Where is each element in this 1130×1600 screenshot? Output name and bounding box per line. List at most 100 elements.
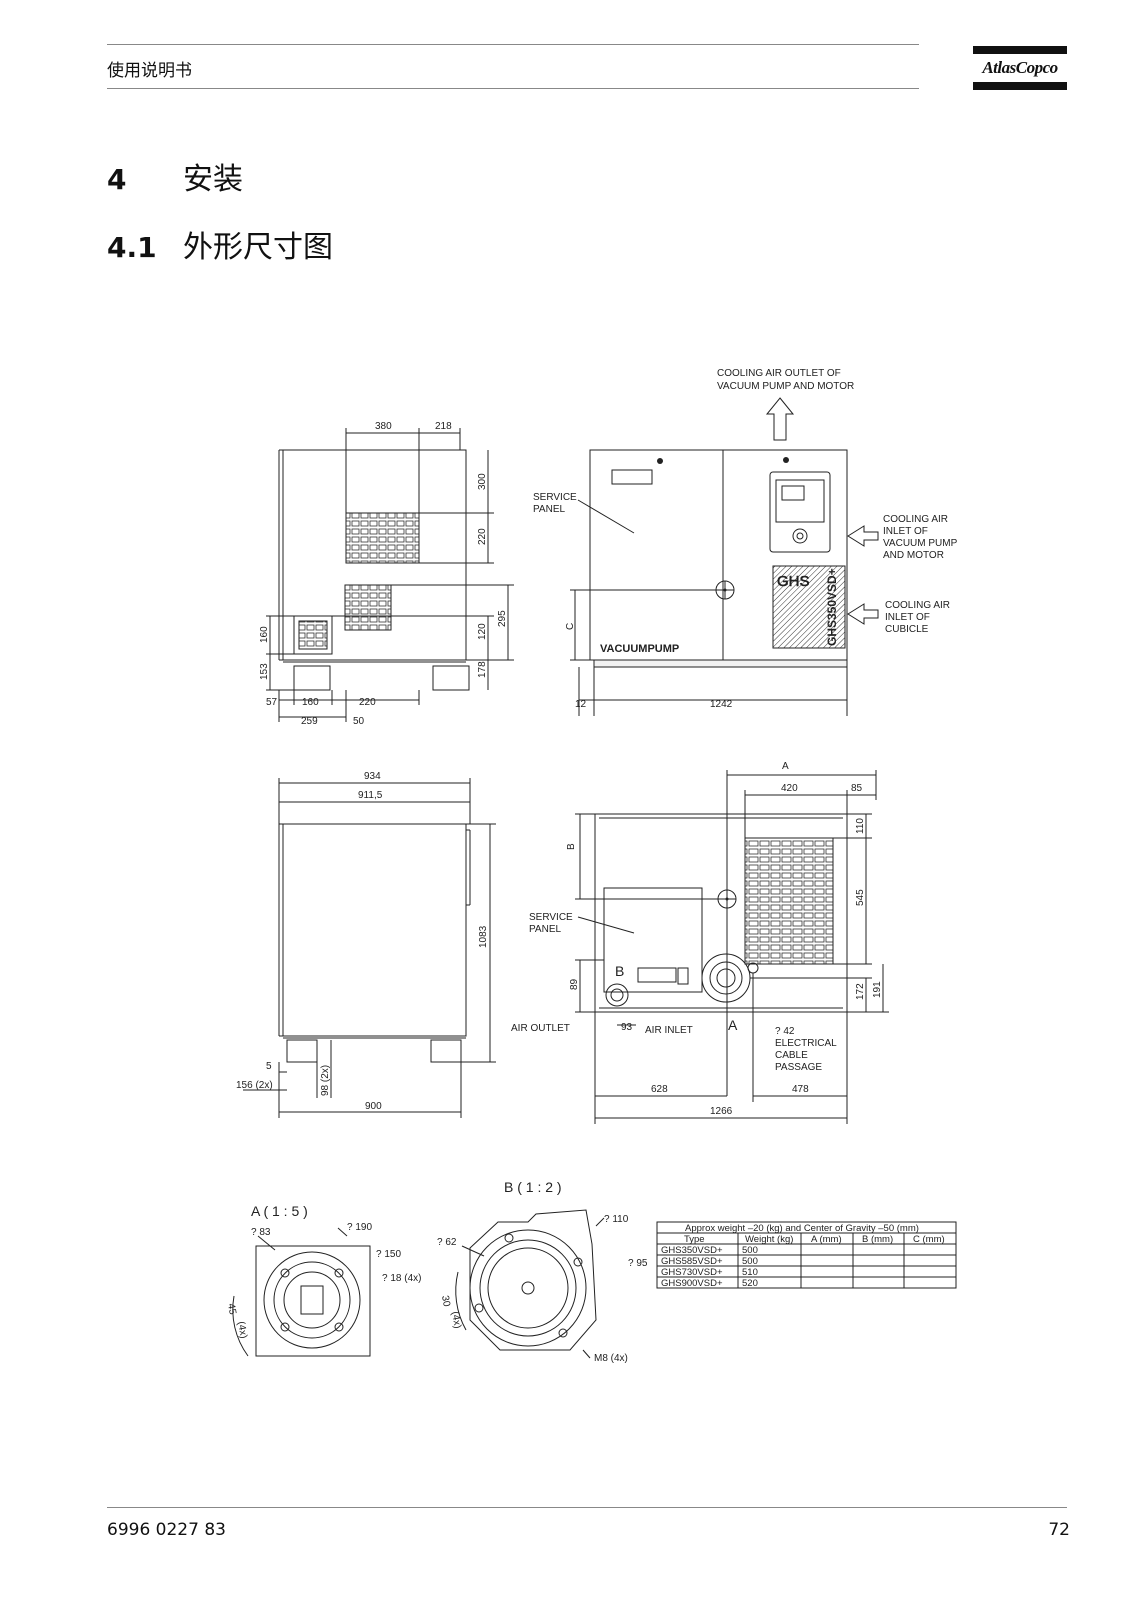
label-cooling-outlet-1: COOLING AIR OUTLET OF — [717, 368, 841, 379]
section-number: 4.1 — [107, 231, 157, 264]
svg-text:628: 628 — [651, 1084, 668, 1095]
svg-text:M8 (4x): M8 (4x) — [594, 1353, 628, 1364]
svg-text:191: 191 — [872, 981, 883, 998]
svg-text:420: 420 — [781, 783, 798, 794]
header-rule-bottom — [107, 88, 919, 89]
svg-text:45: 45 — [225, 1303, 238, 1316]
svg-text:? 95: ? 95 — [628, 1258, 648, 1269]
label-detail-a: A ( 1 : 5 ) — [251, 1203, 308, 1219]
label-letter-a-section: A — [728, 1017, 738, 1033]
svg-text:156 (2x): 156 (2x) — [236, 1080, 273, 1091]
svg-text:1266: 1266 — [710, 1106, 733, 1117]
svg-text:12: 12 — [575, 699, 587, 710]
label-cooling-inlet-pump-3: VACUUM PUMP — [883, 538, 958, 549]
document-number: 6996 0227 83 — [107, 1520, 226, 1540]
label-cooling-inlet-pump-2: INLET OF — [883, 526, 928, 537]
section-title: 外形尺寸图 — [183, 230, 333, 265]
svg-text:? 83: ? 83 — [251, 1227, 271, 1238]
label-cooling-outlet-2: VACUUM PUMP AND MOTOR — [717, 381, 854, 392]
svg-text:93: 93 — [621, 1022, 633, 1033]
label-air-outlet: AIR OUTLET — [511, 1023, 570, 1034]
svg-text:(4x): (4x) — [235, 1321, 249, 1340]
weight-table-cell: GHS730VSD+ — [661, 1267, 723, 1278]
svg-text:? 110: ? 110 — [604, 1214, 629, 1225]
weight-table-header: Type — [684, 1234, 705, 1245]
svg-text:? 150: ? 150 — [376, 1249, 401, 1260]
detail-a-flange — [263, 1251, 361, 1349]
label-electrical-1: ? 42 — [775, 1026, 795, 1037]
label-cooling-inlet-cubicle-3: CUBICLE — [885, 624, 929, 635]
svg-text:478: 478 — [792, 1084, 809, 1095]
label-cooling-inlet-pump-4: AND MOTOR — [883, 550, 944, 561]
label-air-inlet: AIR INLET — [645, 1025, 693, 1036]
label-service-panel-1: SERVICE — [533, 492, 577, 503]
label-letter-b-dim: B — [566, 843, 577, 850]
weight-table-caption: Approx weight –20 (kg) and Center of Gra… — [685, 1223, 919, 1234]
svg-text:5: 5 — [266, 1061, 272, 1072]
label-service-panel-top-2: PANEL — [529, 924, 561, 935]
page-number: 72 — [1048, 1520, 1070, 1540]
weight-table-cell: GHS585VSD+ — [661, 1256, 723, 1267]
section-number: 4 — [107, 163, 127, 196]
svg-text:57: 57 — [266, 697, 278, 708]
label-vacuumpump: VACUUMPUMP — [600, 643, 679, 655]
section-title: 安装 — [183, 162, 243, 197]
label-electrical-3: CABLE — [775, 1050, 808, 1061]
base-view-body — [282, 823, 467, 1037]
svg-text:220: 220 — [359, 697, 376, 708]
weight-table-cell: 510 — [742, 1267, 758, 1278]
svg-text:? 18 (4x): ? 18 (4x) — [382, 1273, 421, 1284]
svg-text:98 (2x): 98 (2x) — [320, 1065, 331, 1096]
header-rule-top — [107, 44, 919, 45]
svg-text:172: 172 — [855, 983, 866, 1000]
label-electrical-2: ELECTRICAL — [775, 1038, 837, 1049]
top-view-body — [594, 813, 848, 1013]
weight-table-header: A (mm) — [811, 1234, 842, 1245]
label-cooling-inlet-cubicle-1: COOLING AIR — [885, 600, 950, 611]
label-letter-b-section: B — [615, 963, 624, 979]
section-heading-4: 4 安装 — [107, 154, 243, 198]
svg-text:178: 178 — [477, 661, 488, 678]
label-letter-c-dim: C — [565, 623, 576, 630]
svg-text:50: 50 — [353, 716, 365, 727]
svg-text:89: 89 — [569, 978, 580, 990]
weight-table-header: C (mm) — [913, 1234, 945, 1245]
side-view-body — [282, 449, 467, 661]
label-cooling-inlet-cubicle-2: INLET OF — [885, 612, 930, 623]
weight-table-cell: GHS350VSD+ — [661, 1245, 723, 1256]
svg-text:300: 300 — [477, 473, 488, 490]
label-ghs: GHS — [777, 573, 810, 590]
weight-table-header: Weight (kg) — [745, 1234, 793, 1245]
section-heading-4-1: 4.1 外形尺寸图 — [107, 222, 333, 266]
svg-text:911,5: 911,5 — [358, 790, 383, 801]
svg-text:1242: 1242 — [710, 699, 733, 710]
label-letter-a-top: A — [782, 761, 789, 772]
svg-text:934: 934 — [364, 771, 381, 782]
detail-b-housing — [469, 1209, 597, 1351]
svg-text:295: 295 — [497, 610, 508, 627]
svg-text:1083: 1083 — [478, 925, 489, 948]
weight-table-cell: 500 — [742, 1245, 758, 1256]
svg-text:30: 30 — [439, 1295, 452, 1308]
svg-text:120: 120 — [477, 623, 488, 640]
svg-text:153: 153 — [259, 663, 270, 680]
svg-text:85: 85 — [851, 783, 863, 794]
svg-text:110: 110 — [855, 818, 866, 834]
label-cooling-inlet-pump-1: COOLING AIR — [883, 514, 948, 525]
svg-text:? 62: ? 62 — [437, 1237, 457, 1248]
weight-table-cell: GHS900VSD+ — [661, 1278, 723, 1289]
weight-table-cell: 520 — [742, 1278, 758, 1289]
svg-text:218: 218 — [435, 421, 452, 432]
label-service-panel-top-1: SERVICE — [529, 912, 573, 923]
atlas-copco-logo: AtlasCopco — [973, 46, 1067, 92]
svg-text:160: 160 — [302, 697, 319, 708]
weight-table-cell: 500 — [742, 1256, 758, 1267]
svg-text:380: 380 — [375, 421, 392, 432]
svg-text:? 190: ? 190 — [347, 1222, 372, 1233]
svg-text:220: 220 — [477, 528, 488, 545]
label-electrical-4: PASSAGE — [775, 1062, 822, 1073]
weight-table-header: B (mm) — [862, 1234, 893, 1245]
svg-text:900: 900 — [365, 1101, 382, 1112]
svg-text:(4x): (4x) — [449, 1311, 463, 1330]
